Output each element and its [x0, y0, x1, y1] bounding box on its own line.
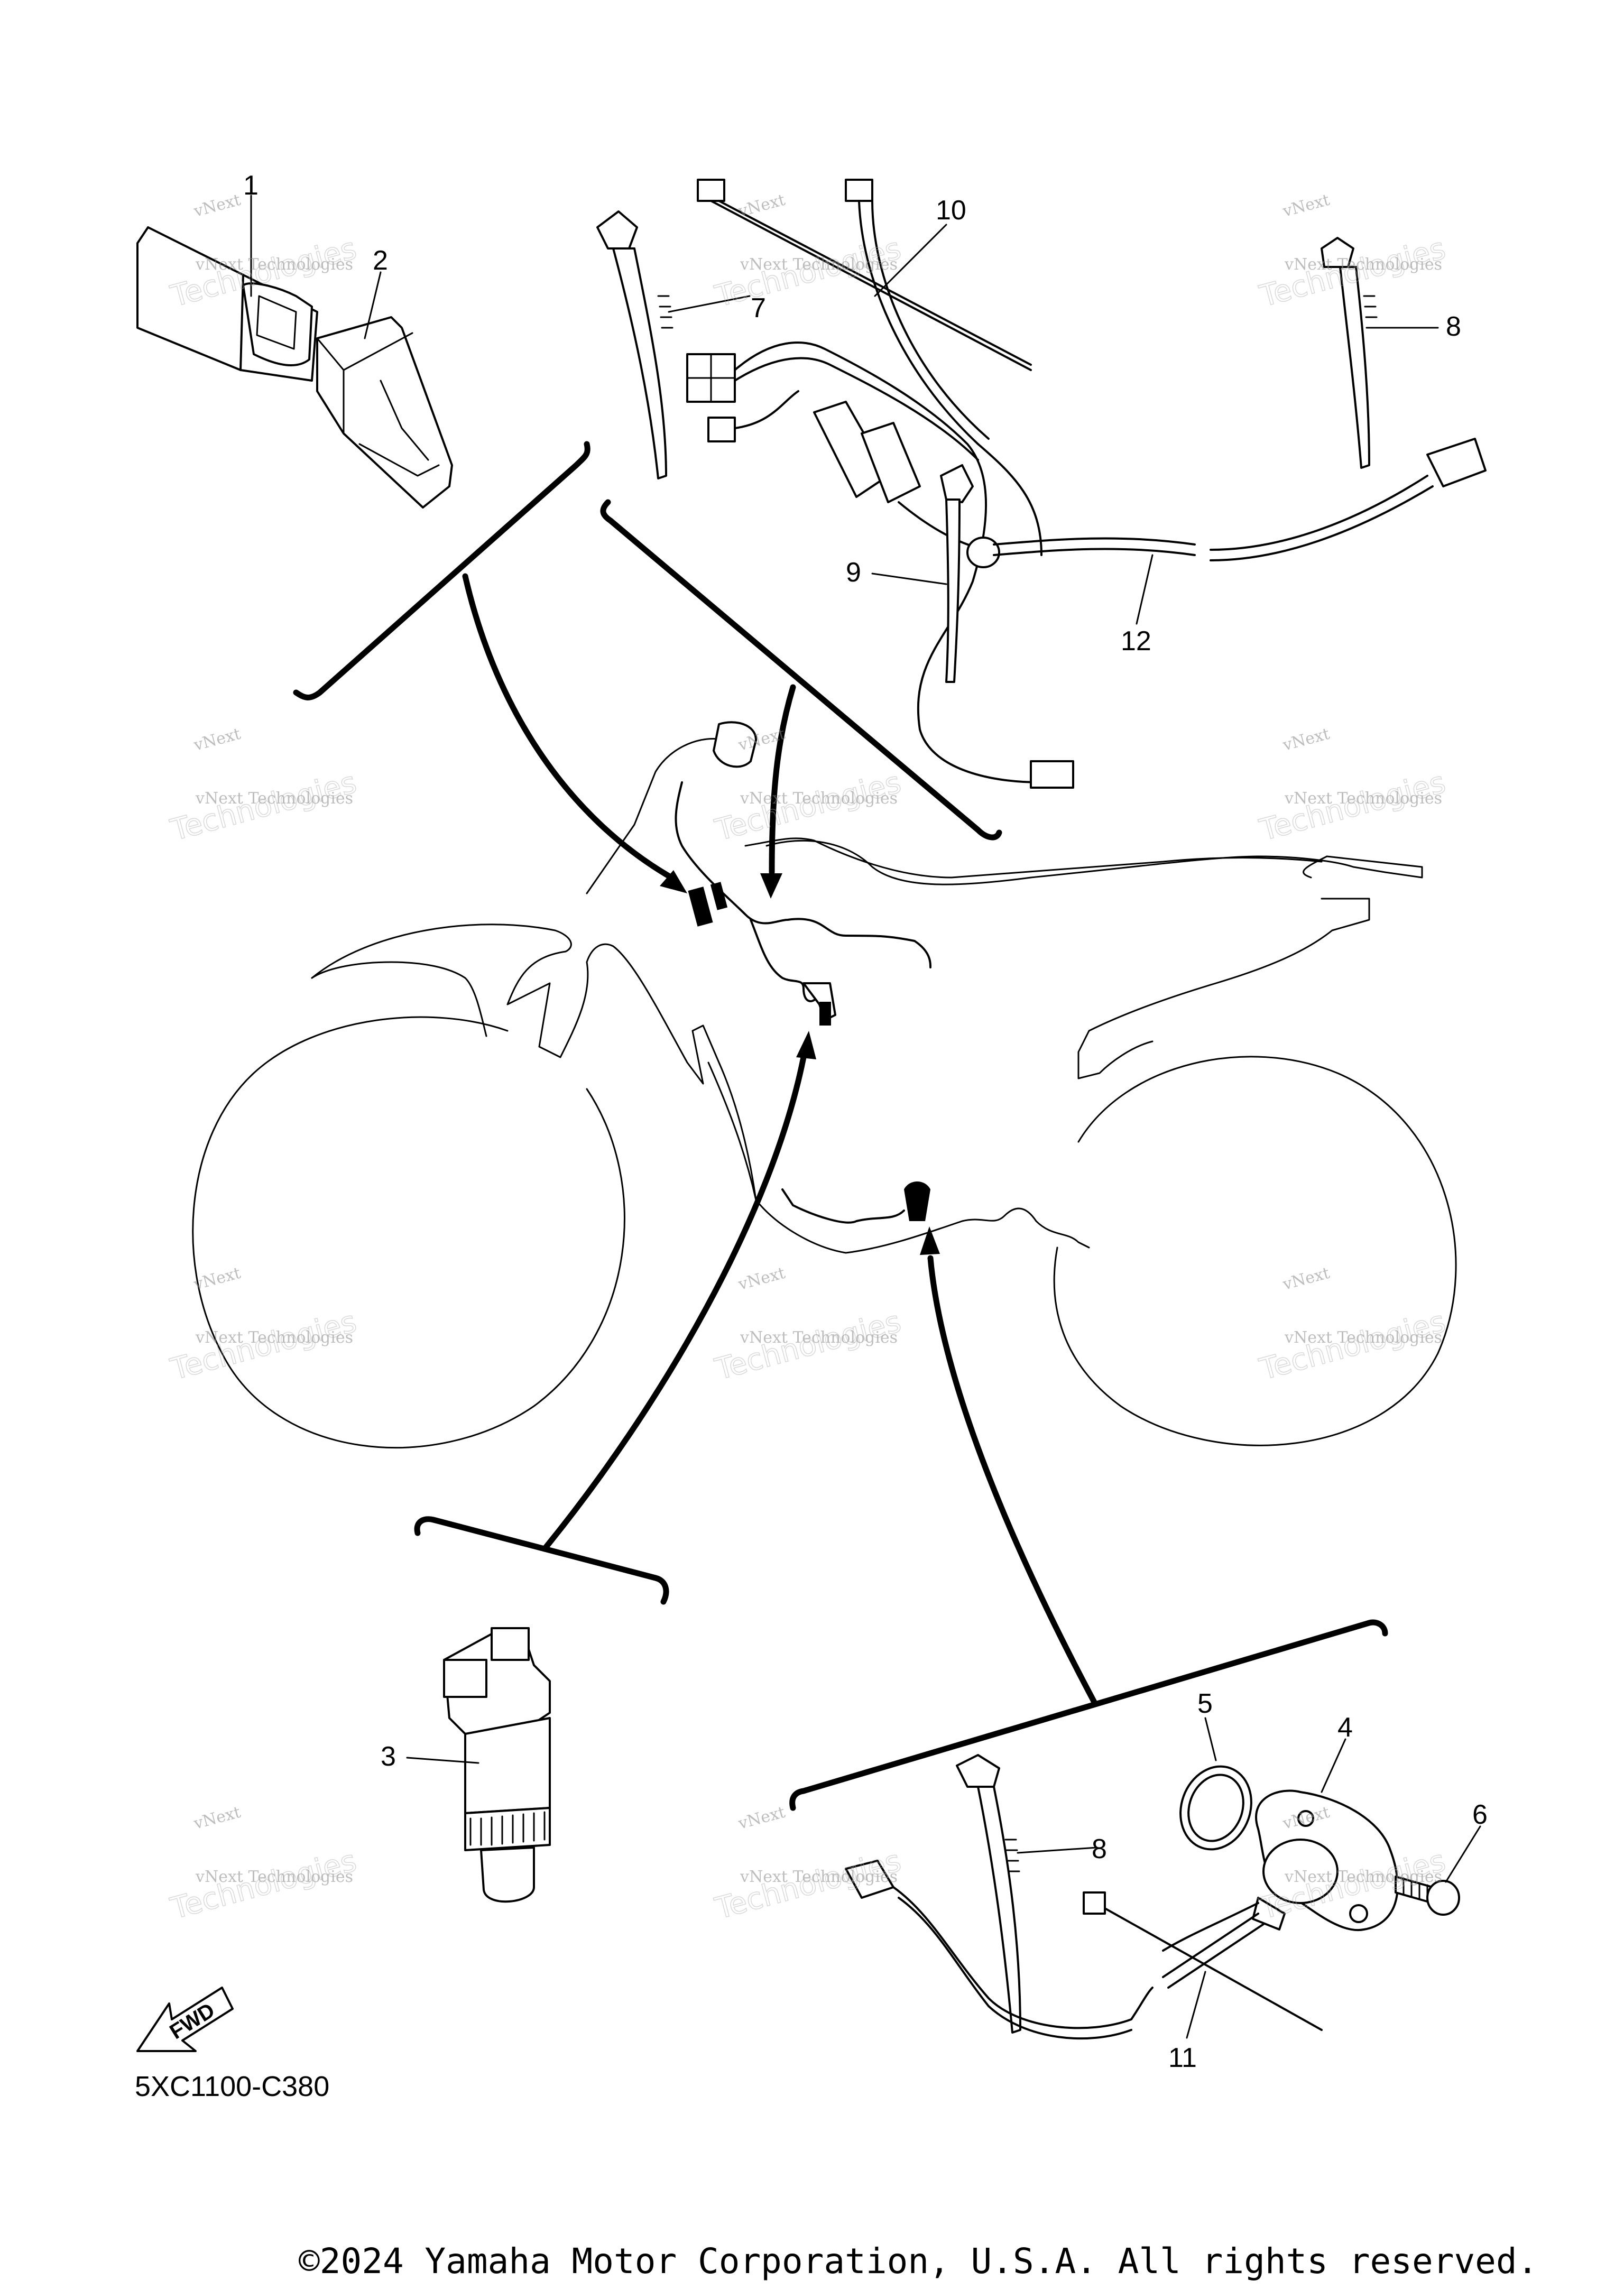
callout-1: 1 [243, 170, 259, 201]
installed-harness [675, 721, 931, 1224]
watermark-line: vNext Technologies [740, 789, 898, 808]
installed-wire-lower [750, 919, 820, 1002]
watermark-line: vNext Technologies [740, 1328, 898, 1347]
callout-6: 6 [1472, 1799, 1488, 1830]
installed-sensor-wire [781, 1188, 905, 1224]
watermark-small: vNext [191, 1264, 243, 1294]
bracket-sensor [789, 1619, 1388, 1811]
installed-sensor [904, 1181, 930, 1221]
arrow-line-cdi [462, 573, 675, 881]
installed-cdi-unit [688, 887, 713, 927]
callout-leaders [250, 195, 1481, 2039]
part-cable-tie-7 [596, 210, 673, 479]
part-wire-harness [686, 341, 1487, 789]
front-fender [311, 924, 757, 1201]
watermark-line: vNext Technologies [740, 255, 898, 274]
part-cdi-cover [316, 316, 453, 509]
motorcycle-outline [192, 738, 1457, 1449]
lower-frame [707, 1061, 1090, 1254]
watermark-small: vNext [191, 725, 243, 755]
part-lead-10 [697, 179, 1042, 556]
part-o-ring [1179, 1765, 1252, 1851]
bracket-coil [414, 1516, 669, 1605]
watermark-small: vNext [1280, 191, 1332, 221]
watermark-line: vNext Technologies [1284, 1868, 1442, 1886]
part-bolt [1395, 1876, 1460, 1916]
handlebar-bracket [713, 721, 757, 768]
bracket-harness [600, 499, 1002, 841]
leader-arrows [293, 441, 1388, 1811]
watermark-small: vNext [191, 1803, 243, 1833]
arrowhead-harness [760, 873, 782, 899]
callout-8-top: 8 [1446, 311, 1461, 342]
watermark-line: vNext Technologies [195, 1328, 353, 1347]
tank-line [765, 839, 1423, 885]
installed-connector [710, 882, 728, 910]
callout-10: 10 [936, 195, 966, 226]
part-cable-tie-8-bottom [956, 1754, 1021, 2034]
callout-4: 4 [1337, 1712, 1353, 1743]
callout-2: 2 [373, 245, 388, 276]
callout-5: 5 [1197, 1688, 1213, 1719]
arrowhead-sensor [920, 1226, 940, 1255]
watermark-line: vNext Technologies [195, 789, 353, 808]
front-fender-lower [311, 961, 487, 1037]
rear-wheel [1053, 1056, 1457, 1446]
watermark-small: vNext [191, 191, 243, 221]
watermark-line: vNext Technologies [1284, 255, 1442, 274]
watermark-line: vNext Technologies [1284, 1328, 1442, 1347]
installed-wire-upper [675, 781, 931, 968]
part-lead-11 [845, 1860, 1323, 2040]
watermark-small: vNext [1280, 725, 1332, 755]
arrow-line-sensor [927, 1255, 1097, 1705]
watermark-line: vNext Technologies [740, 1868, 898, 1886]
part-ignition-coil [443, 1627, 551, 1903]
installed-coil-tip [819, 1002, 831, 1026]
part-cable-tie-8-top [1321, 237, 1379, 469]
bracket-cdi [293, 441, 590, 700]
part-sensor [1162, 1789, 1399, 1952]
watermark-small: vNext [1280, 1264, 1332, 1294]
part-cdi-unit [136, 226, 318, 382]
seat-line [744, 837, 1323, 879]
arrow-line-harness [769, 684, 796, 875]
callout-11: 11 [1168, 2043, 1197, 2073]
callout-12: 12 [1121, 626, 1151, 657]
callout-9: 9 [846, 557, 861, 588]
watermark-small: vNext [736, 1803, 787, 1833]
arrowhead-cdi [660, 870, 687, 893]
watermark-line: vNext Technologies [195, 1868, 353, 1886]
rear-fender [1077, 898, 1370, 1079]
callout-3: 3 [381, 1741, 396, 1772]
watermark-line: vNext Technologies [1284, 789, 1442, 808]
arrowhead-coil [796, 1031, 816, 1059]
callout-7: 7 [751, 293, 766, 324]
fwd-arrow-icon: FWD [136, 1987, 234, 2052]
arrow-line-coil [541, 1054, 807, 1552]
watermark-line: vNext Technologies [195, 255, 353, 274]
diagram-code: 5XC1100-C380 [135, 2071, 329, 2102]
front-wheel [192, 1016, 625, 1449]
watermark-small: vNext [736, 1264, 787, 1294]
copyright-notice: ©2024 Yamaha Motor Corporation, U.S.A. A… [299, 2241, 1538, 2282]
watermark-small: vNext [736, 191, 787, 221]
callout-8-bottom: 8 [1092, 1834, 1107, 1864]
callout-labels: 1 2 3 4 5 6 7 8 8 9 10 11 12 [243, 170, 1488, 2073]
